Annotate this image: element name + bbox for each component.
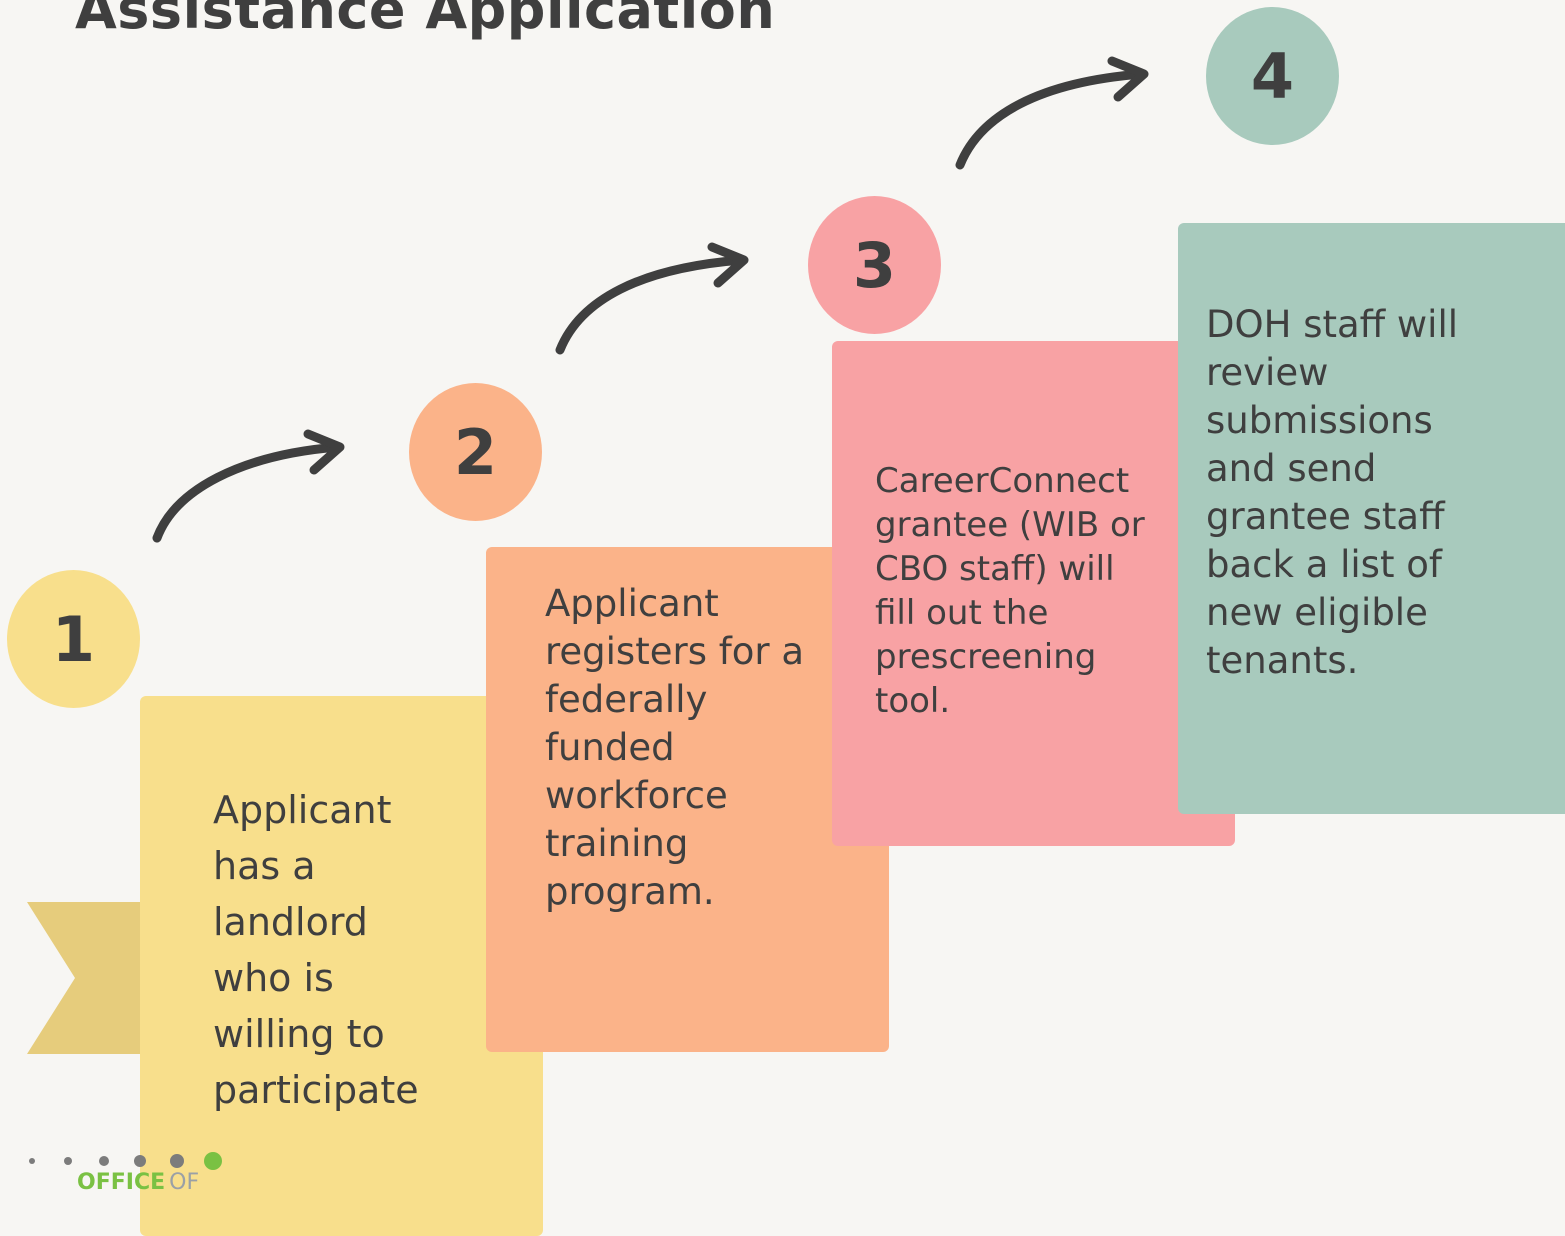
step-3-card: CareerConnect grantee (WIB or CBO staff)… bbox=[832, 341, 1235, 846]
step-2-number: 2 bbox=[409, 383, 542, 521]
arrow-2-to-3-head-icon bbox=[707, 242, 749, 288]
ribbon-decoration bbox=[27, 902, 142, 1054]
step-4-number: 4 bbox=[1206, 7, 1339, 145]
arrow-2-to-3-icon bbox=[555, 255, 747, 355]
arrow-3-to-4-icon bbox=[955, 69, 1147, 170]
footer-logo-word-2: OF bbox=[169, 1170, 200, 1195]
step-4-card: DOH staff will review submissions and se… bbox=[1178, 223, 1565, 814]
progress-dots bbox=[29, 1152, 222, 1170]
arrows-layer bbox=[152, 56, 1149, 543]
footer-logo-word-1: OFFICE bbox=[77, 1170, 166, 1195]
step-3-text: CareerConnect grantee (WIB or CBO staff)… bbox=[875, 461, 1145, 721]
step-2-card: Applicant registers for a federally fund… bbox=[486, 547, 889, 1052]
step-2-text: Applicant registers for a federally fund… bbox=[545, 582, 805, 913]
step-3-number: 3 bbox=[808, 196, 941, 334]
step-1-number: 1 bbox=[7, 570, 140, 708]
arrow-1-to-2-head-icon bbox=[303, 429, 345, 475]
step-1-card: Applicant has a landlord who is willing … bbox=[140, 696, 543, 1236]
step-1-text: Applicant has a landlord who is willing … bbox=[213, 788, 419, 1112]
page-title: Assistance Application bbox=[75, 0, 776, 41]
arrow-3-to-4-head-icon bbox=[1107, 56, 1149, 102]
arrow-1-to-2-icon bbox=[152, 442, 343, 543]
step-4-text: DOH staff will review submissions and se… bbox=[1206, 303, 1459, 682]
